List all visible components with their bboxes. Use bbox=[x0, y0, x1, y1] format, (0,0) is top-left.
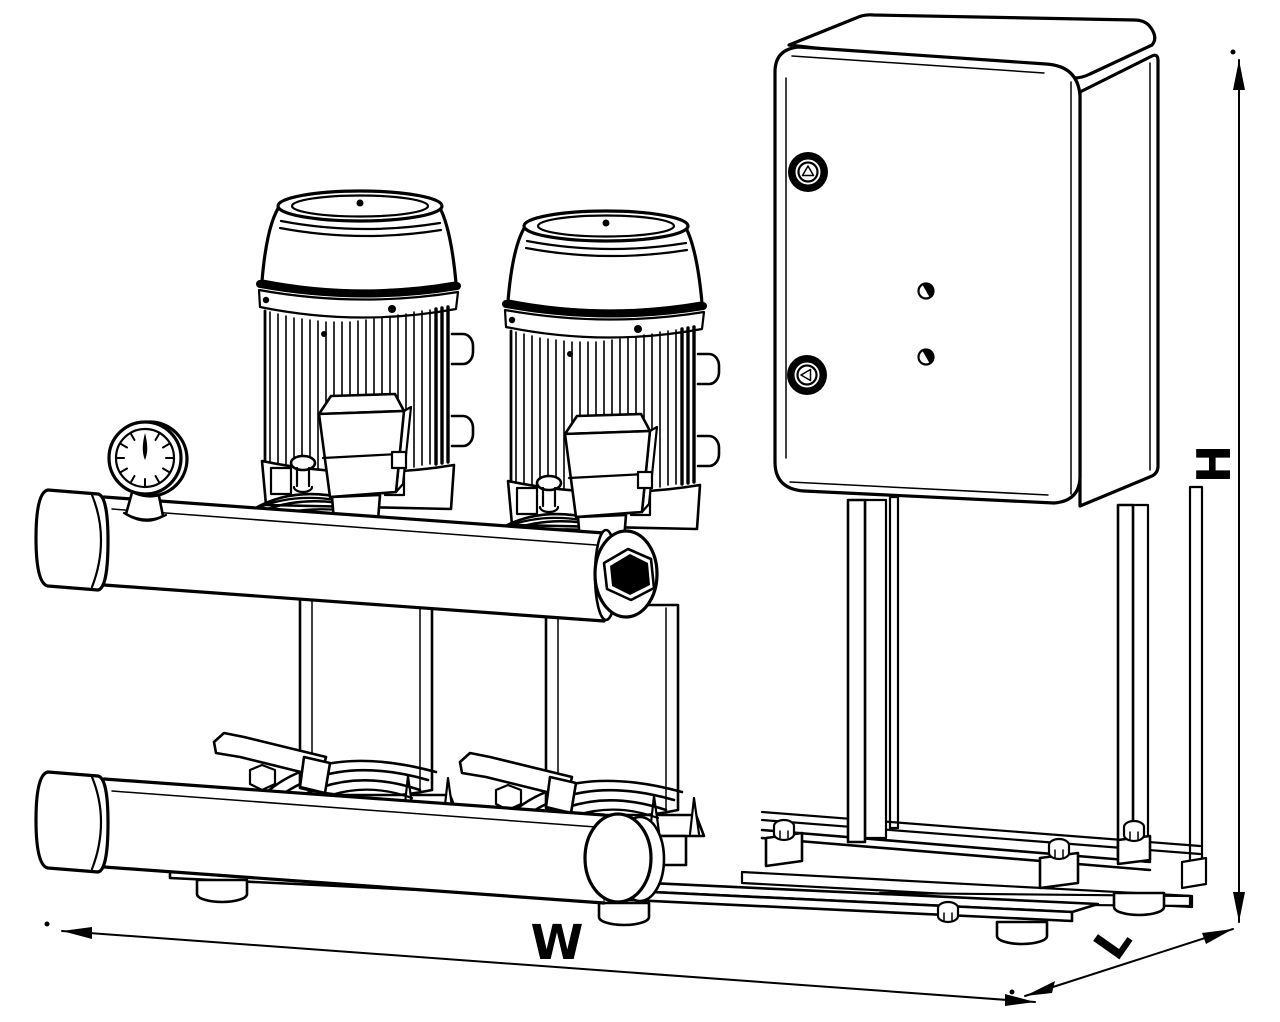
foot-pad bbox=[1112, 891, 1166, 917]
dimension-annotations: W L H bbox=[44, 49, 1245, 1006]
dimension-l: L bbox=[1024, 917, 1234, 997]
door-latch-icon bbox=[786, 150, 830, 194]
control-cabinet bbox=[773, 13, 1160, 508]
stand-bolt bbox=[1122, 819, 1146, 843]
suction-manifold bbox=[34, 770, 666, 905]
manifold-end-cap bbox=[583, 812, 653, 904]
stand-leg-front-left-flange bbox=[863, 498, 888, 840]
base-bolt bbox=[936, 900, 960, 924]
gauge-needle bbox=[142, 433, 148, 460]
gauge-ticks bbox=[116, 433, 174, 487]
pressure-gauge bbox=[107, 420, 189, 522]
foot-pad bbox=[995, 920, 1049, 946]
dimension-h: H bbox=[1187, 49, 1245, 923]
dimension-w: W bbox=[44, 915, 1036, 1006]
pump-motor-right bbox=[472, 211, 719, 556]
manifold-left-cap bbox=[34, 770, 110, 874]
stand-leg-front-right bbox=[1116, 503, 1135, 858]
discharge-manifold bbox=[34, 420, 659, 623]
stand-leg-front-right-flange bbox=[1131, 503, 1150, 854]
pump-motor-left bbox=[226, 191, 473, 536]
stand-bracket bbox=[1180, 856, 1208, 890]
foot-pad bbox=[597, 901, 651, 927]
arrowhead bbox=[1202, 929, 1233, 944]
manifold-left-cap bbox=[34, 488, 110, 592]
stand-leg-rear-right bbox=[1188, 485, 1204, 870]
foot-pad bbox=[195, 878, 249, 904]
arrowhead bbox=[62, 927, 92, 939]
stand-leg-front-left bbox=[846, 498, 867, 844]
cabinet-side bbox=[1078, 53, 1160, 508]
arrowhead bbox=[1233, 892, 1245, 922]
stand-bolt bbox=[772, 818, 796, 842]
cabinet-stand bbox=[760, 485, 1208, 890]
indicator-button bbox=[917, 348, 935, 366]
stand-bolt bbox=[1047, 837, 1071, 861]
indicator-button bbox=[917, 282, 935, 300]
arrowhead bbox=[1025, 981, 1055, 996]
width-label: W bbox=[531, 915, 584, 971]
manifold-end-plug bbox=[593, 528, 659, 622]
arrowhead bbox=[1233, 60, 1245, 90]
cabinet-door bbox=[773, 45, 1082, 505]
door-latch-icon bbox=[785, 353, 829, 397]
arrowhead bbox=[1005, 994, 1035, 1006]
stand-leg-rear-left bbox=[888, 495, 900, 830]
cabinet-top bbox=[787, 13, 1157, 80]
height-label: H bbox=[1187, 445, 1241, 484]
